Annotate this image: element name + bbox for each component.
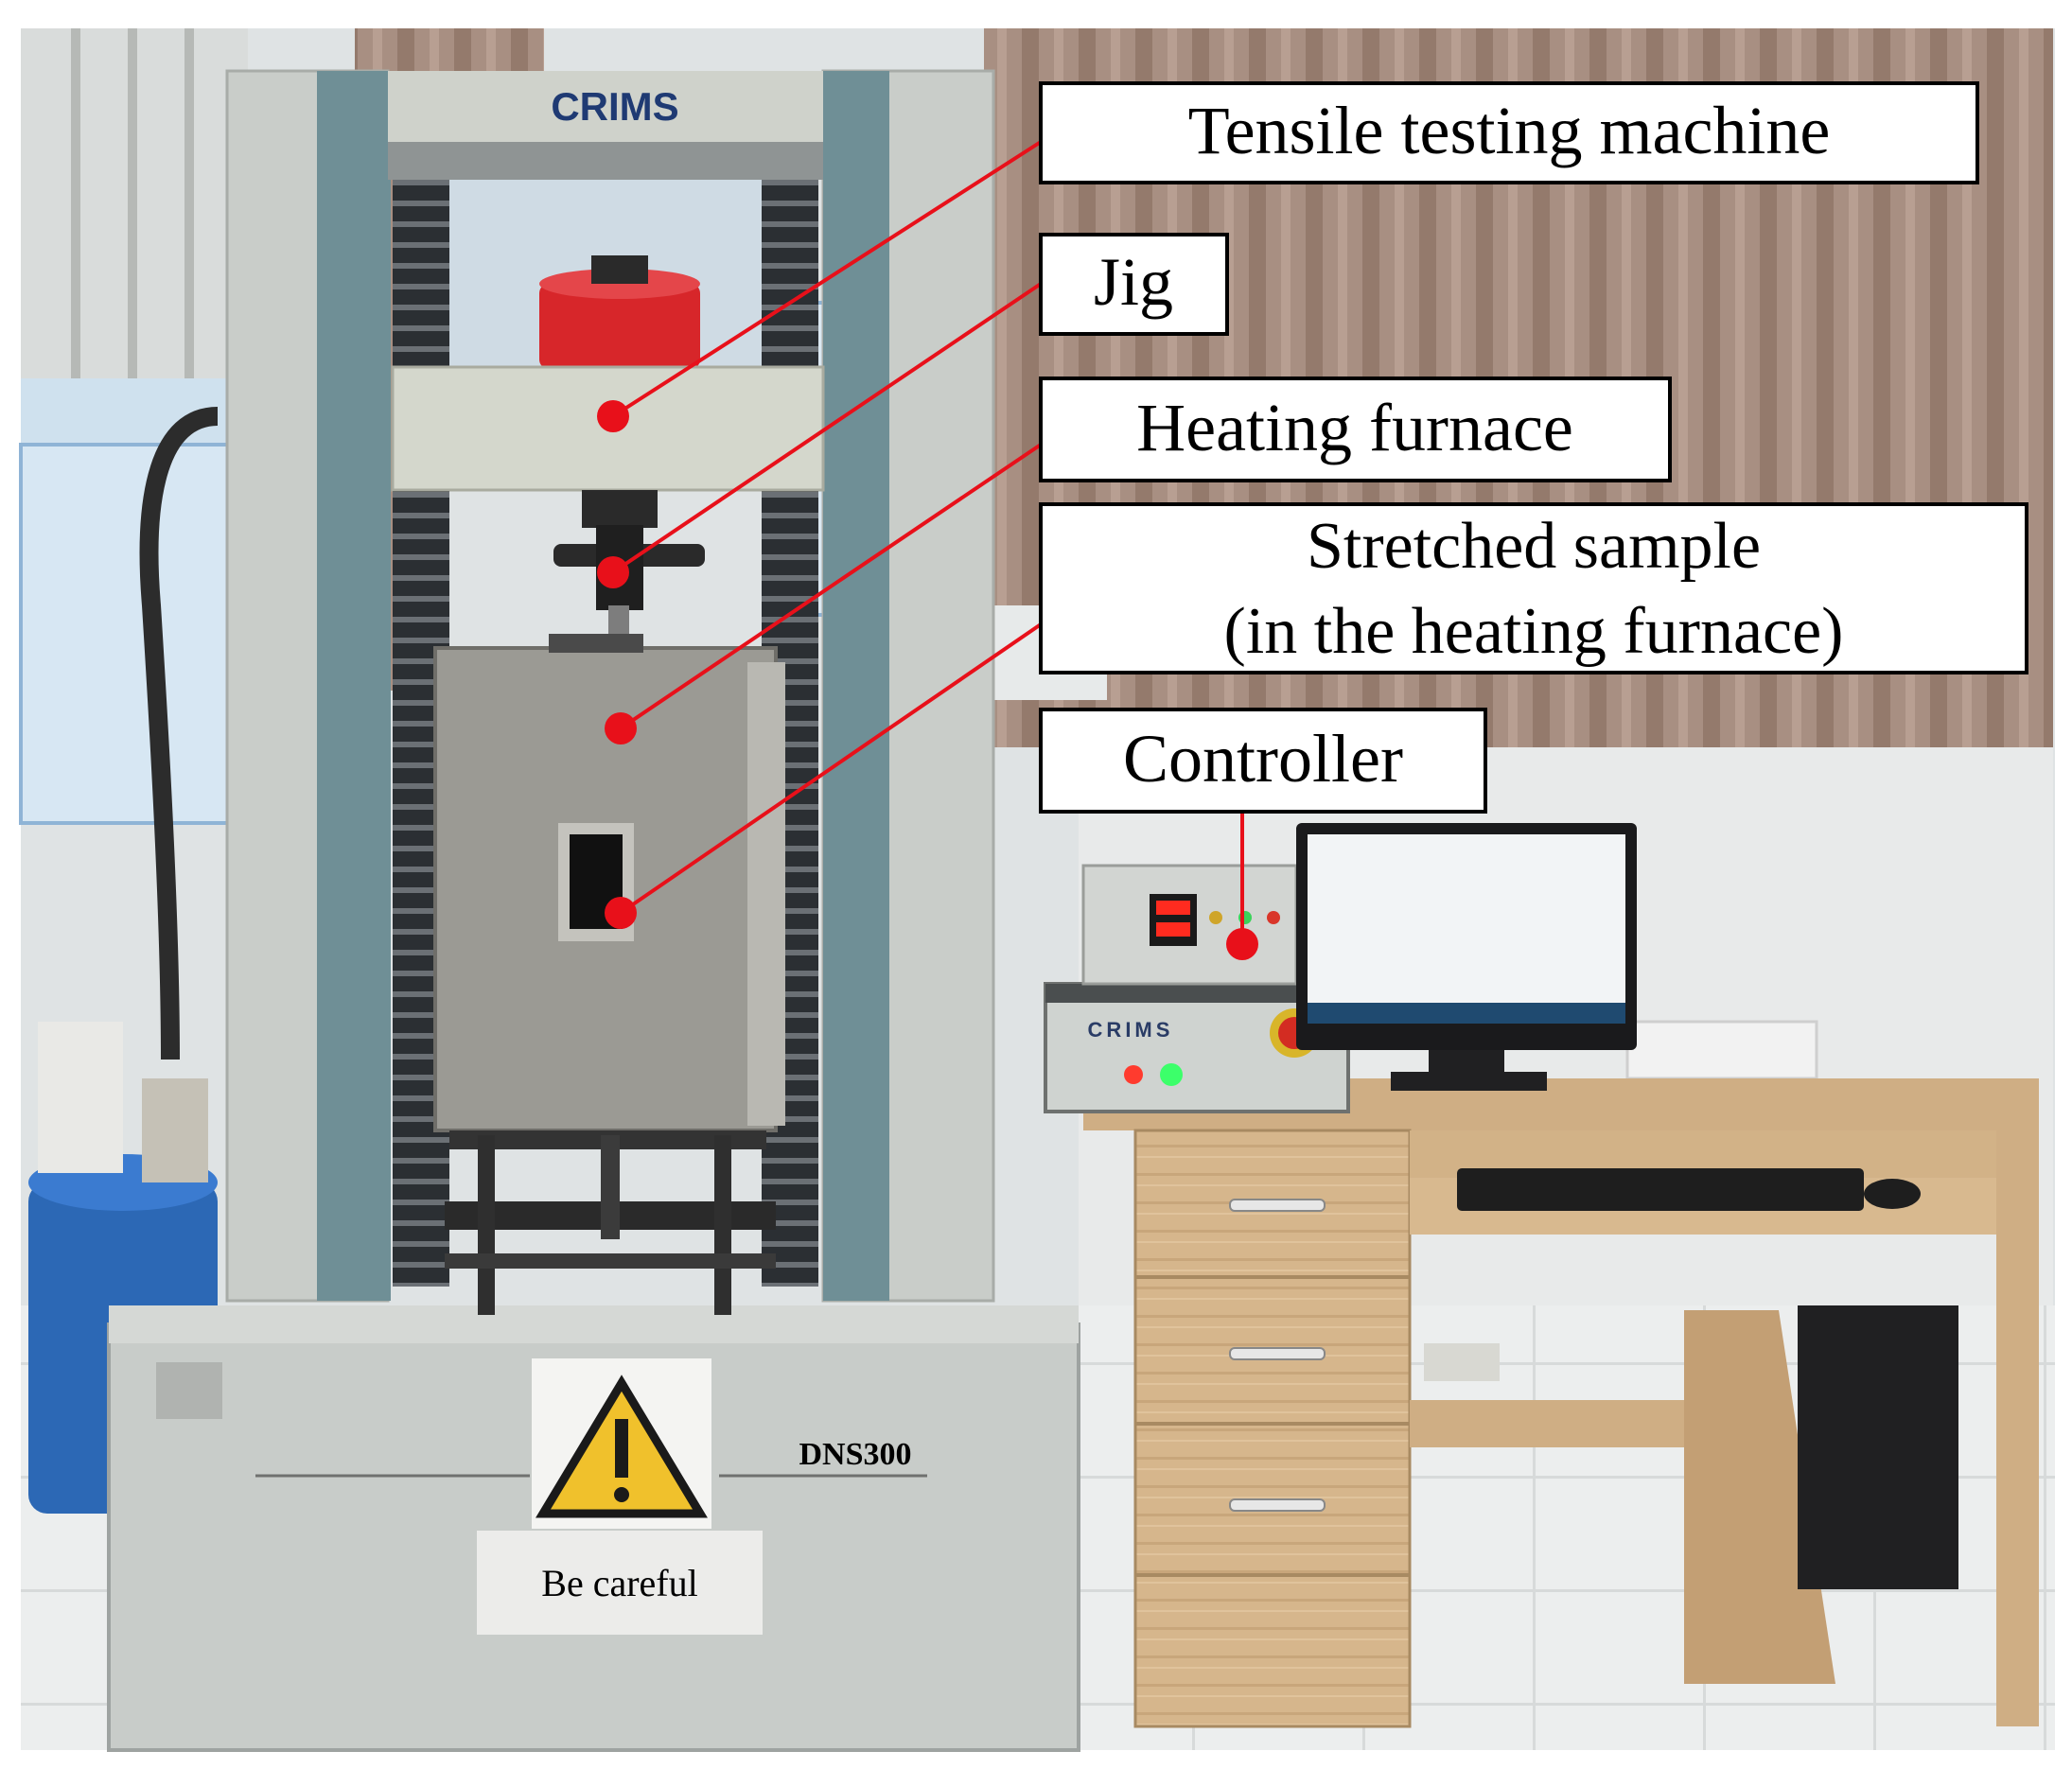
monitor-screen [1308,834,1625,1022]
lower-grip [445,1130,776,1315]
callout-pointers [611,140,1244,944]
dot-sample [605,897,637,929]
top-brand-label: CRIMS [551,84,678,129]
label-controller: Controller [1123,721,1403,797]
temperature-controller [1081,864,1298,986]
callout-tensile: Tensile testing machine [1039,81,1979,184]
callout-furnace: Heating furnace [1039,377,1672,482]
dot-furnace [605,712,637,744]
warning-text: Be careful [541,1562,697,1604]
red-cylinder [539,284,700,369]
callout-line-jig [611,282,1043,574]
callout-jig: Jig [1039,233,1229,336]
label-sample-line1: Stretched sample [1307,510,1761,583]
label-tensile: Tensile testing machine [1188,93,1831,168]
dot-controller [1226,928,1258,960]
radiator [1625,1020,1818,1080]
jig [553,490,705,672]
monitor [1296,823,1637,1091]
callout-controller: Controller [1039,708,1487,814]
callout-line-sample [619,622,1043,915]
green-indicator-icon [1160,1063,1183,1086]
dot-jig [597,556,629,588]
desk [1083,1078,2039,1728]
wall-poster-left [19,443,231,825]
keyboard [1457,1168,1864,1211]
callout-sample: Stretched sample (in the heating furnace… [1039,502,2028,674]
desk-drawers [1133,1129,1412,1728]
callout-line-tensile [611,140,1043,418]
model-label: DNS300 [799,1437,911,1472]
tensile-testing-machine: DNS300 Be careful CRIMS [107,69,1080,1752]
heating-furnace [433,634,785,1132]
pc-tower [1798,1305,1958,1589]
warning-sign: Be careful [477,1358,763,1635]
callout-line-furnace [619,443,1043,730]
label-furnace: Heating furnace [1136,390,1573,465]
label-jig: Jig [1094,244,1173,320]
console-brand-label: CRIMS [1088,1018,1174,1042]
mouse [1864,1179,1921,1209]
callout-dots [597,400,1258,960]
red-indicator-icon [1124,1065,1143,1084]
label-sample-line2: (in the heating furnace) [1224,595,1844,668]
dot-tensile [597,400,629,432]
